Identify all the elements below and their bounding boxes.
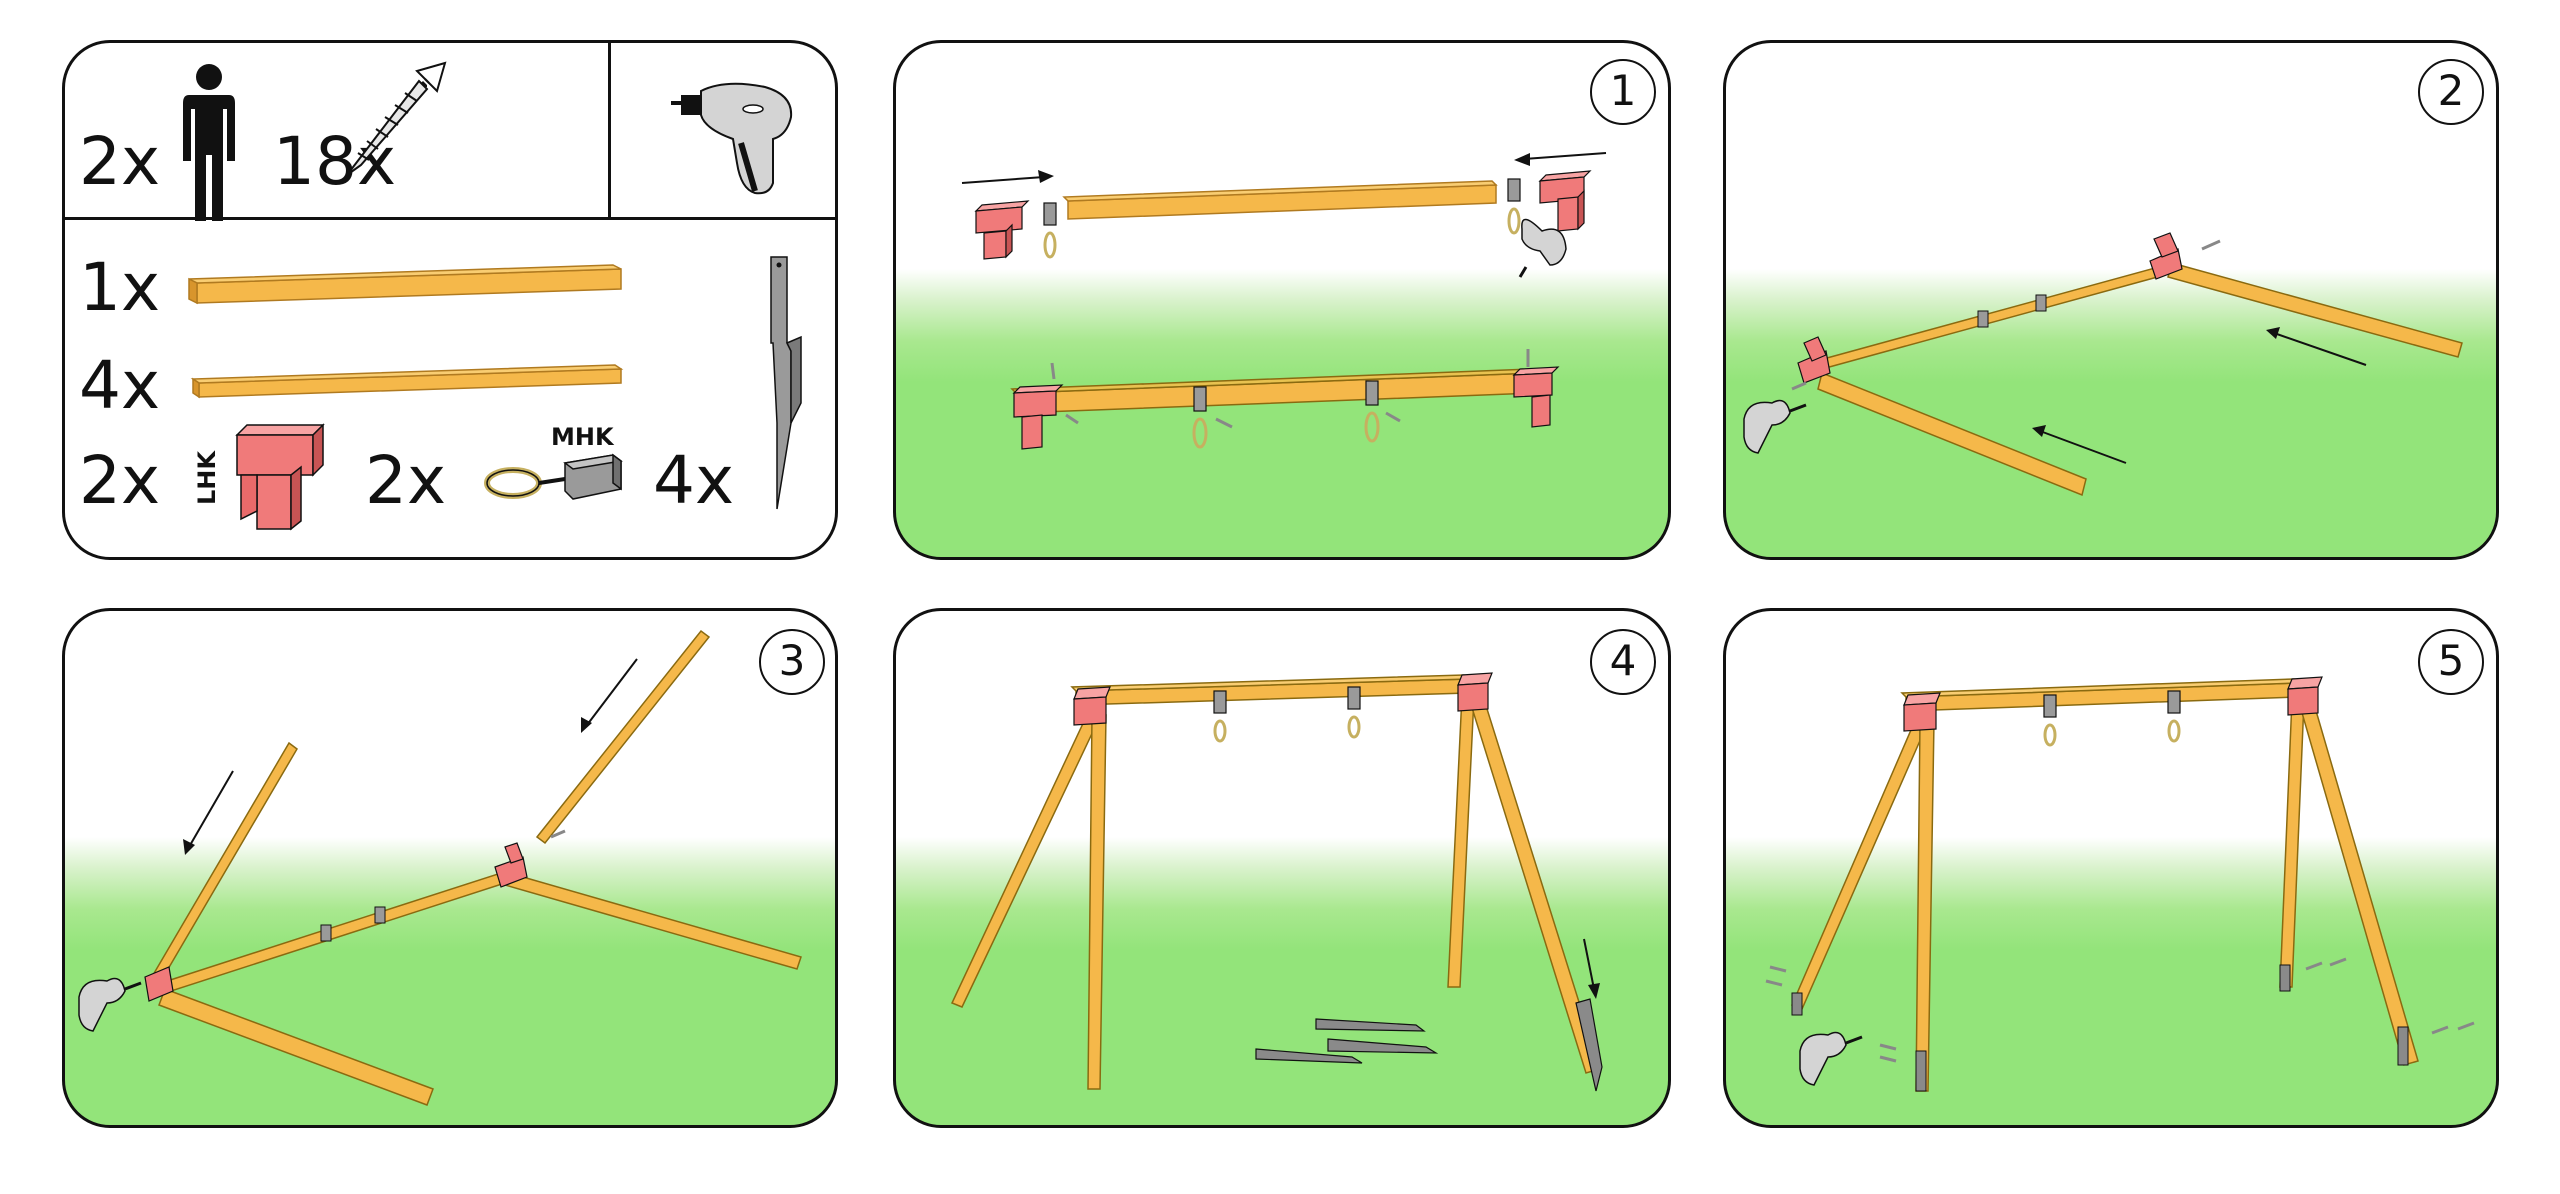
arrow-right-leg [2266, 327, 2367, 366]
beam-exploded [1062, 180, 1498, 220]
anchor-qty: 4x [653, 442, 735, 519]
step-3-panel: 3 [62, 608, 838, 1128]
parts-list-panel: 2x 18x 1x 4x 2x 2x 4x MHK LHK [62, 40, 838, 560]
top-beam [1900, 678, 2300, 712]
person-icon [183, 64, 235, 221]
lhk-bracket-right [1538, 170, 1592, 232]
step-5-number: 5 [2418, 629, 2484, 695]
leg-front-on-ground [1817, 371, 2087, 497]
step-1-drawing [961, 152, 1607, 450]
drill-icon [1799, 1031, 1863, 1086]
top-beam [1070, 674, 1470, 706]
leg-beam [190, 364, 624, 399]
arrow-left-leg [183, 770, 234, 855]
leg-right-front [2297, 696, 2419, 1066]
leg-left-back [1791, 722, 1928, 1010]
drill-icon [671, 82, 793, 195]
leg-front-on-ground [158, 988, 434, 1106]
leg-left-back [950, 716, 1100, 1008]
step-4-panel: 4 [893, 608, 1671, 1128]
step-4-number: 4 [1590, 629, 1656, 695]
brackets [144, 842, 528, 1002]
mhk-label: MHK [551, 423, 614, 451]
step-3-drawing [78, 629, 802, 1106]
step-5-panel: 5 [1723, 608, 2499, 1128]
lhk-bracket [235, 423, 325, 531]
step-4-drawing [950, 672, 1603, 1092]
lhk-qty: 2x [79, 442, 161, 519]
step-2-number: 2 [2418, 59, 2484, 125]
step-1-number: 1 [1590, 59, 1656, 125]
leg-right-on-ground [2167, 262, 2463, 358]
top-beam [188, 264, 622, 305]
hooks [2043, 690, 2181, 747]
arrow-front-leg [2032, 425, 2127, 464]
mhk-qty: 2x [365, 442, 447, 519]
mhk-hook-right [1507, 178, 1521, 235]
arrow-left-in [961, 170, 1054, 184]
step-1-panel: 1 [893, 40, 1671, 560]
drill-icon [78, 977, 142, 1032]
assembled-hooks [1192, 380, 1380, 449]
step-5-drawing [1765, 676, 2475, 1092]
ground-anchors [1255, 998, 1603, 1092]
arrow-anchor-down [1583, 938, 1600, 999]
arrow-right-leg [581, 658, 638, 733]
leg-left-front [1915, 720, 1935, 1092]
parts-drawings [183, 61, 802, 531]
assembled-brackets [1012, 366, 1560, 450]
brackets [1073, 672, 1493, 726]
screw-icon [346, 61, 447, 176]
screws [1050, 349, 1530, 429]
hooks [320, 906, 386, 942]
anchors-in-ground [1791, 964, 2409, 1092]
ground-anchor [770, 256, 802, 510]
parts-divider-vertical [608, 43, 611, 219]
people-qty: 2x [79, 123, 161, 200]
drill-icon [1518, 218, 1567, 278]
arrow-right-in [1514, 152, 1607, 166]
drill-icon [1743, 399, 1807, 454]
brackets [1903, 676, 2323, 732]
step-2-panel: 2 [1723, 40, 2499, 560]
screws [550, 829, 566, 839]
top-beam-on-ground [1814, 264, 2174, 370]
leg-right-back [1447, 694, 1475, 988]
mhk-hook [484, 453, 623, 500]
beam-leg-qty: 4x [79, 347, 161, 424]
hooks [1213, 686, 1361, 743]
beam-assembled [1010, 368, 1538, 414]
leg-right-back [2279, 698, 2305, 988]
screws [1791, 239, 2221, 391]
step-3-number: 3 [759, 629, 825, 695]
screws [1765, 957, 2475, 1063]
brackets [1797, 232, 2183, 384]
leg-raised-right [535, 629, 711, 845]
leg-left-front [1087, 714, 1107, 1090]
lhk-bracket-left [974, 200, 1030, 260]
hooks [1977, 294, 2047, 328]
parts-divider-horizontal [65, 217, 835, 220]
leg-right-on-ground [504, 872, 802, 970]
step-2-drawing [1743, 232, 2463, 497]
beam-long-qty: 1x [79, 249, 161, 326]
mhk-hook-left [1043, 202, 1057, 259]
